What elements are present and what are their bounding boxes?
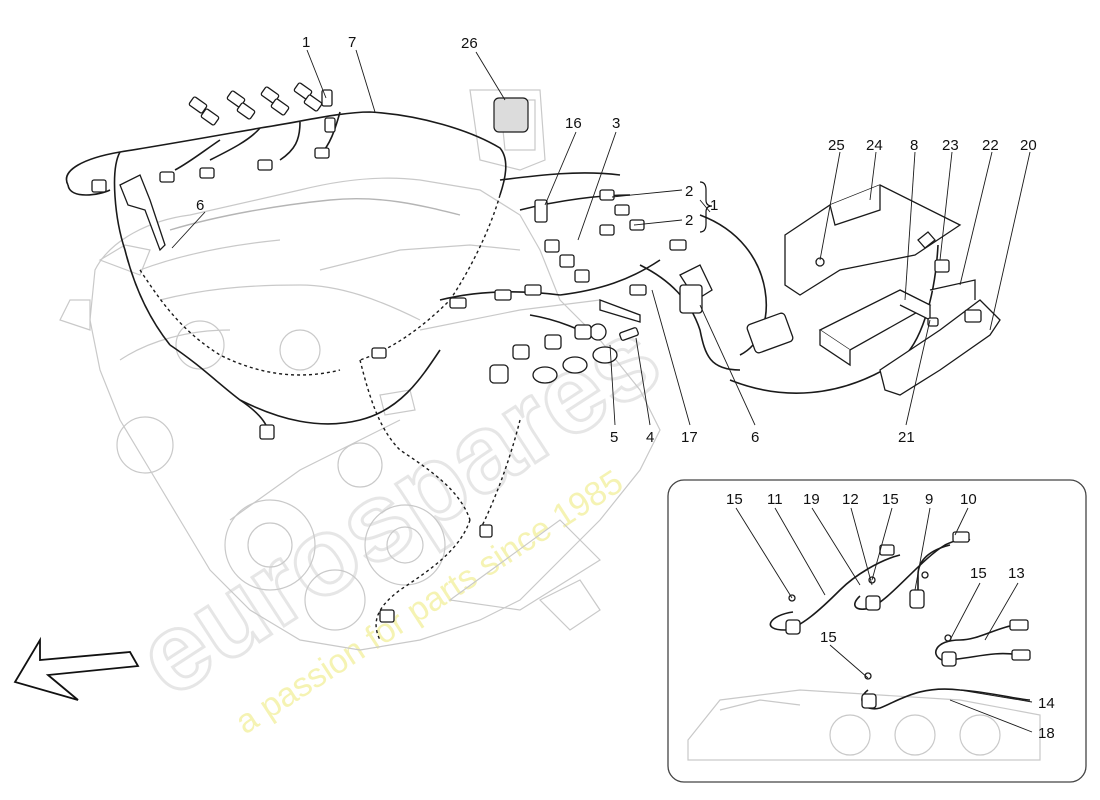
callout-12: 12	[842, 491, 859, 508]
callout-19: 19	[803, 491, 820, 508]
callout-23: 23	[942, 137, 959, 154]
callout-15-a: 15	[726, 491, 743, 508]
callout-22: 22	[982, 137, 999, 154]
callout-15-c: 15	[970, 565, 987, 582]
callout-13: 13	[1008, 565, 1025, 582]
callout-8: 8	[910, 137, 918, 154]
callout-18: 18	[1038, 725, 1055, 742]
ecu-bracket-assembly	[784, 184, 1001, 396]
callout-16: 16	[565, 115, 582, 132]
callout-9: 9	[925, 491, 933, 508]
callout-15-d: 15	[820, 629, 837, 646]
detail-inset	[667, 479, 1087, 783]
direction-arrow	[13, 636, 140, 701]
callout-11: 11	[767, 491, 783, 508]
callout-2-upper: 2	[685, 183, 693, 200]
callout-24: 24	[866, 137, 883, 154]
callout-26: 26	[461, 35, 478, 52]
callout-1-bracketed: 1	[710, 197, 718, 214]
grouping-brace	[699, 181, 713, 233]
callout-6-right: 6	[751, 429, 759, 446]
callout-7: 7	[348, 34, 356, 51]
callout-3: 3	[612, 115, 620, 132]
callout-6-left: 6	[196, 197, 204, 214]
main-callouts: 1 7 26 16 3 6 2 2 1 25 24 8 23 22 20 5 4…	[196, 34, 1037, 446]
leader-lines	[171, 49, 1033, 733]
callout-1: 1	[302, 34, 310, 51]
inset-callouts: 15 11 19 12 15 9 10 15 13 15 14 18	[726, 491, 1055, 742]
callout-17: 17	[681, 429, 698, 446]
callout-5: 5	[610, 429, 618, 446]
callout-2-lower: 2	[685, 212, 693, 229]
callout-21: 21	[898, 429, 915, 446]
callout-25: 25	[828, 137, 845, 154]
callout-15-b: 15	[882, 491, 899, 508]
connectors	[91, 82, 794, 623]
watermark: eurospares a passion for parts since 198…	[115, 292, 682, 741]
callout-4: 4	[646, 429, 654, 446]
callout-14: 14	[1038, 695, 1055, 712]
callout-10: 10	[960, 491, 977, 508]
callout-20: 20	[1020, 137, 1037, 154]
